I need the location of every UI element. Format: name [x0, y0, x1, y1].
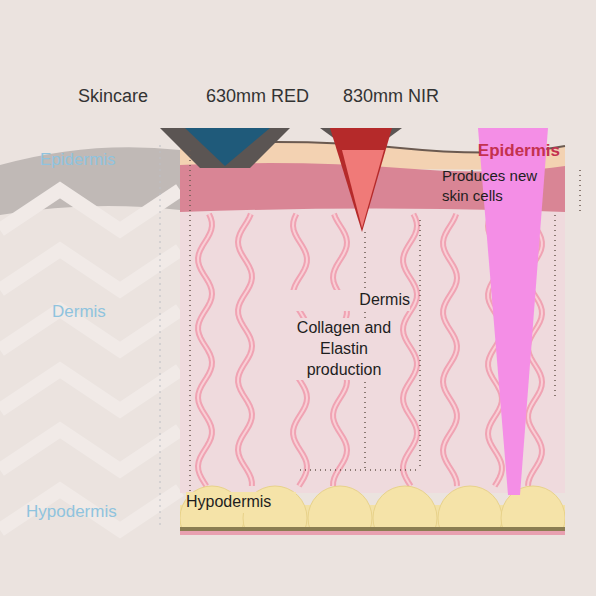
collagen-fibre [443, 214, 457, 486]
collagen-fibre-core [443, 214, 457, 486]
ghost-frame [160, 145, 161, 525]
ghost-layer-label: Epidermis [40, 150, 116, 170]
fat-cell [308, 486, 372, 528]
dotted-guide [579, 170, 581, 215]
red-beam-core [342, 150, 384, 228]
ghost-stripe [0, 250, 180, 290]
layer-description: Produces new skin cells [442, 166, 554, 205]
collagen-fibre [238, 214, 252, 486]
fat-cell [373, 486, 437, 528]
beam-label: 830mm NIR [343, 86, 439, 108]
fat-cells [180, 486, 565, 528]
dotted-guide [419, 220, 421, 470]
fat-cell [438, 486, 502, 528]
layer-name: Hypodermis [186, 492, 296, 513]
ghost-stripe [0, 370, 180, 410]
layer-description: Collagen and Elastin production [288, 318, 400, 380]
ghost-stripe [0, 490, 180, 530]
skincare-beam [185, 128, 270, 166]
ghost-layer-label: Dermis [52, 302, 106, 322]
collagen-fibre-core [403, 214, 417, 486]
epidermis-band: EpidermisProduces new skin cells [180, 138, 565, 212]
collagen-fibre-core [198, 214, 212, 486]
dotted-guide [189, 150, 191, 500]
collagen-fibre [403, 214, 417, 486]
dotted-guide [554, 215, 556, 400]
layer-name: Epidermis [438, 140, 560, 162]
skincare-shadow [160, 128, 290, 168]
ghost-layer [0, 145, 180, 530]
dotted-guide [300, 469, 420, 471]
collagen-fibre-core [238, 214, 252, 486]
collagen-fibre [198, 214, 212, 486]
beam-label: 630mm RED [206, 86, 309, 108]
hypodermis-base [180, 527, 565, 531]
red-beam [330, 128, 392, 232]
ghost-stripe [0, 430, 180, 470]
layer-name: Dermis [290, 290, 410, 311]
hypodermis-band: Hypodermis [180, 484, 565, 530]
beam-label: Skincare [78, 86, 148, 108]
hypodermis-edge [180, 531, 565, 535]
ghost-stripe [0, 190, 180, 230]
dermis-band: DermisCollagen and Elastin production [180, 212, 565, 484]
ghost-layer-label: Hypodermis [26, 502, 117, 522]
